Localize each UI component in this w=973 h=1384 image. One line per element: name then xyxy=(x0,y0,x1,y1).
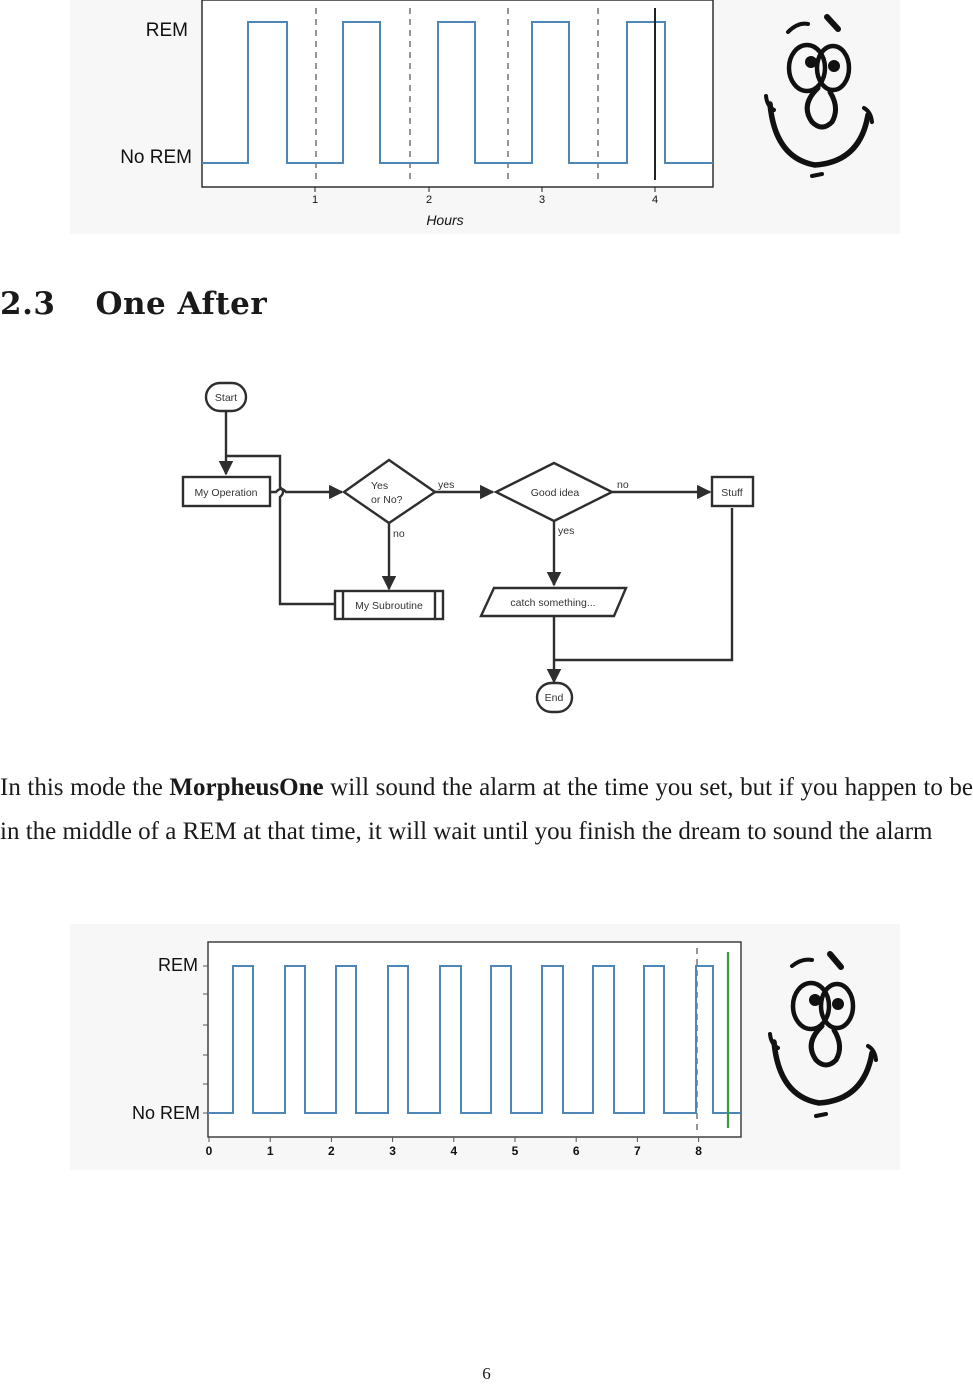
ylabel-rem: REM xyxy=(146,20,188,41)
ylabel-rem: REM xyxy=(158,955,198,975)
cartoon-face-illustration xyxy=(764,14,874,178)
mode-description-paragraph: In this mode the MorpheusOne will sound … xyxy=(0,766,973,853)
flow-node-my-operation xyxy=(181,475,272,508)
section-heading: 2.3 One After xyxy=(0,286,267,322)
xtick-label: 0 xyxy=(206,1144,213,1158)
product-name: MorpheusOne xyxy=(169,774,324,801)
xtick-label: 8 xyxy=(695,1144,702,1158)
plot-frame xyxy=(201,0,714,188)
edge-label-no: no xyxy=(617,479,629,491)
xtick-label: 1 xyxy=(267,1144,274,1158)
flow-node-catch-something xyxy=(479,586,628,618)
flow-label-my-operation: My Operation xyxy=(194,487,257,499)
xtick-label: 4 xyxy=(450,1144,457,1158)
plot-frame xyxy=(207,941,742,1138)
edge-operation-to-decision xyxy=(270,484,344,500)
flow-node-end xyxy=(535,681,574,714)
ylabel-no-rem: No REM xyxy=(120,147,192,168)
section-title: One After xyxy=(95,286,268,322)
flow-node-decision-yes-no xyxy=(341,458,438,525)
x-axis-label: Hours xyxy=(426,212,463,228)
flow-node-stuff xyxy=(710,475,755,508)
sleep-cycle-figure-bottom: REM No REM 0 1 2 3 4 5 6 7 8 xyxy=(70,924,900,1170)
edge-loop-back xyxy=(226,454,335,606)
flow-label-stuff: Stuff xyxy=(721,487,742,499)
xtick-label: 1 xyxy=(312,194,318,206)
cartoon-face-illustration xyxy=(768,951,878,1118)
xtick-label: 3 xyxy=(389,1144,396,1158)
flow-label-decision-line2: or No? xyxy=(371,494,403,506)
xtick-label: 2 xyxy=(426,194,432,206)
xtick-label: 3 xyxy=(539,194,545,206)
xtick-label: 5 xyxy=(512,1144,519,1158)
paragraph-text: will sound the alarm at the time you set… xyxy=(0,774,973,845)
xtick-label: 4 xyxy=(652,194,658,206)
edge-stuff-to-end xyxy=(554,508,734,662)
ylabel-no-rem: No REM xyxy=(132,1103,200,1123)
xtick-label: 2 xyxy=(328,1144,335,1158)
section-number: 2.3 xyxy=(0,286,56,322)
flow-label-my-subroutine: My Subroutine xyxy=(355,600,423,612)
flow-label-catch-something: catch something... xyxy=(510,597,595,609)
xtick-label: 6 xyxy=(573,1144,580,1158)
flow-label-start: Start xyxy=(215,392,237,404)
paragraph-text: In this mode the xyxy=(0,774,170,801)
page-number: 6 xyxy=(482,1364,491,1383)
rem-signal-line xyxy=(208,965,741,1114)
edge-label-yes: yes xyxy=(558,525,574,537)
xtick-label: 7 xyxy=(634,1144,641,1158)
edge-label-yes: yes xyxy=(438,479,454,491)
edge-label-no: no xyxy=(393,528,405,540)
flow-node-my-subroutine xyxy=(333,589,445,621)
rem-signal-line xyxy=(202,21,713,164)
flow-node-good-idea xyxy=(493,461,615,523)
flow-label-end: End xyxy=(545,692,564,704)
flow-label-good-idea: Good idea xyxy=(531,487,580,499)
flow-node-start xyxy=(204,381,248,413)
flow-label-decision-line1: Yes xyxy=(371,480,388,492)
sleep-cycle-figure-top: REM No REM 1 2 3 4 Hours xyxy=(70,0,900,234)
flowchart-diagram: Start My Operation Yes or No? Good idea … xyxy=(181,381,755,714)
